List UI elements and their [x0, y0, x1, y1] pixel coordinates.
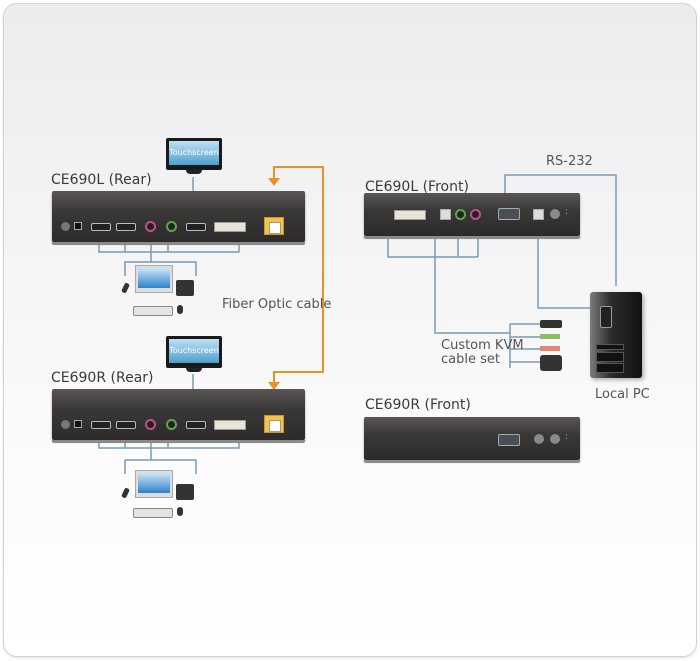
button-icon	[550, 209, 560, 219]
ground-screw-icon	[61, 222, 70, 231]
dvi-port-icon	[394, 210, 426, 220]
audio-plug-green-icon	[540, 334, 560, 339]
speakers-icon	[176, 280, 194, 296]
speaker-jack-icon	[166, 221, 177, 232]
led-indicator-icon: :	[565, 207, 569, 217]
console-drop-top	[124, 252, 197, 276]
button-icon	[534, 434, 544, 444]
ce690r-front-device: :	[364, 417, 580, 463]
mouse-icon	[177, 507, 183, 516]
console-monitor-icon	[135, 265, 173, 293]
console-bus-top	[98, 245, 240, 253]
keyboard-icon	[133, 306, 173, 316]
usb-port-icon	[116, 223, 136, 231]
front-bus	[387, 238, 479, 258]
fiber-optic-label: Fiber Optic cable	[222, 297, 332, 312]
touchscreen-bottom: Touchscreen	[166, 336, 222, 372]
dvi-plug-icon	[540, 355, 562, 371]
monitor-stand-icon	[186, 368, 202, 372]
touchscreen-label-top: Touchscreen	[169, 141, 219, 165]
touch-usb-port-icon	[186, 421, 206, 429]
ce690l-front-label: CE690L (Front)	[365, 179, 469, 195]
rs232-port-icon	[498, 208, 520, 220]
usb-cable-pc	[537, 238, 596, 309]
ce690r-front-label: CE690R (Front)	[365, 397, 471, 413]
ground-screw-icon	[61, 420, 70, 429]
ce690l-rear-label: CE690L (Rear)	[51, 172, 152, 188]
audio-plug-pink-icon	[540, 346, 560, 351]
mic-jack-icon	[145, 221, 156, 232]
fiber-optic-cable	[273, 166, 324, 384]
kvm-fan	[509, 323, 540, 368]
dvi-port-icon	[214, 222, 246, 232]
ce690r-rear-label: CE690R (Rear)	[51, 370, 154, 386]
drive-bay-icon	[596, 352, 624, 362]
ce690l-front-device: :	[364, 193, 580, 239]
console-bus-bottom	[98, 441, 240, 449]
dvi-port-icon	[214, 420, 246, 430]
fiber-arrow-top	[268, 178, 280, 186]
usb-port-icon	[91, 421, 111, 429]
touchscreen-top: Touchscreen	[166, 138, 222, 174]
local-pc-label: Local PC	[595, 387, 650, 402]
speakers-icon	[176, 484, 194, 500]
usb-b-port-icon	[440, 209, 451, 220]
power-jack-icon	[74, 222, 82, 230]
console-drop-bottom	[124, 448, 197, 474]
mouse-icon	[177, 305, 183, 314]
custom-kvm-label-2: cable set	[441, 352, 500, 367]
kvm-cable-trunk	[434, 257, 510, 334]
pc-front-panel-icon	[600, 306, 612, 328]
usb-plug-icon	[540, 320, 562, 328]
mic-jack-icon	[145, 419, 156, 430]
usb-b-port-icon	[533, 209, 544, 220]
custom-kvm-label-1: Custom KVM	[441, 338, 524, 353]
diagram-frame	[3, 3, 697, 657]
touchscreen-label-bottom: Touchscreen	[169, 339, 219, 363]
fiber-port-icon	[264, 217, 284, 235]
touch-usb-port-icon	[186, 223, 206, 231]
keyboard-icon	[133, 508, 173, 518]
ce690r-rear-device	[52, 389, 305, 443]
power-jack-icon	[74, 420, 82, 428]
monitor-stand-icon	[186, 170, 202, 174]
rs232-port-icon	[498, 434, 520, 446]
mic-jack-icon	[470, 209, 481, 220]
fiber-arrow-bottom	[268, 382, 280, 390]
speaker-jack-icon	[455, 209, 466, 220]
rs232-label: RS-232	[546, 154, 593, 169]
local-pc-icon	[590, 292, 642, 378]
button-icon	[550, 434, 560, 444]
drive-bay-icon	[596, 363, 624, 373]
usb-port-icon	[116, 421, 136, 429]
console-monitor-icon	[135, 470, 173, 498]
drive-bay-icon	[596, 344, 624, 350]
speaker-jack-icon	[166, 419, 177, 430]
usb-port-icon	[91, 223, 111, 231]
ce690l-rear-device	[52, 191, 305, 245]
led-indicator-icon: :	[565, 432, 569, 442]
fiber-port-icon	[264, 415, 284, 433]
